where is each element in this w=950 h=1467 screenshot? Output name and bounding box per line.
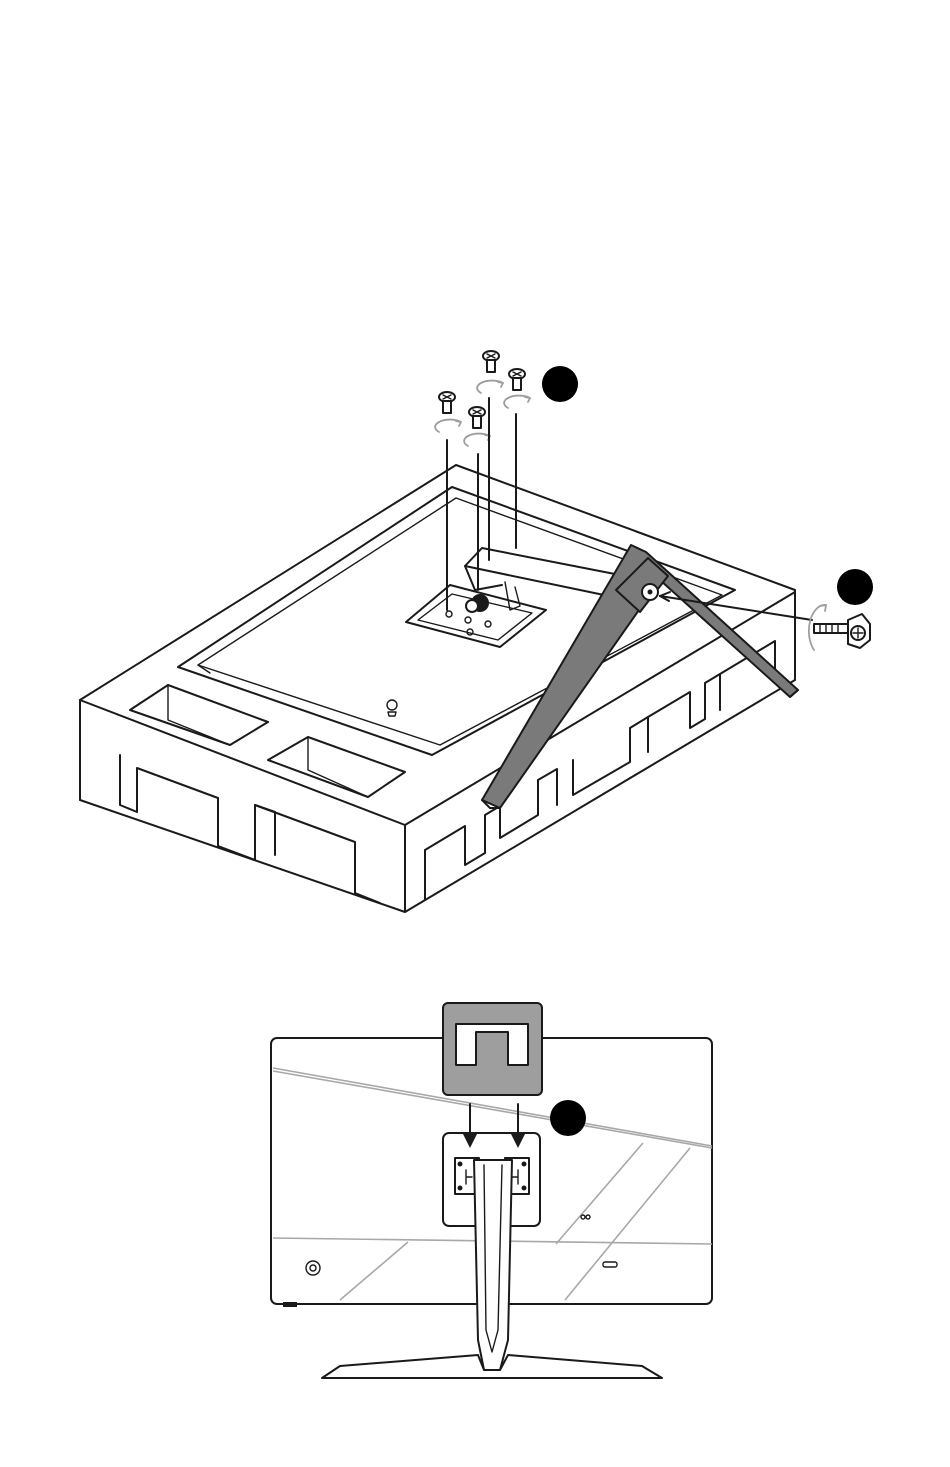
step-marker-3 xyxy=(550,1100,586,1136)
stand-bracket xyxy=(443,1003,542,1095)
screw-icon xyxy=(509,369,525,390)
stand-neck-rear xyxy=(474,1160,512,1370)
screw-icon xyxy=(439,392,455,413)
step-marker-2 xyxy=(837,569,873,605)
step-marker-1 xyxy=(542,366,578,402)
thumb-screw-icon xyxy=(814,614,870,648)
screw-icon xyxy=(469,407,485,428)
screw-icon xyxy=(483,351,499,372)
